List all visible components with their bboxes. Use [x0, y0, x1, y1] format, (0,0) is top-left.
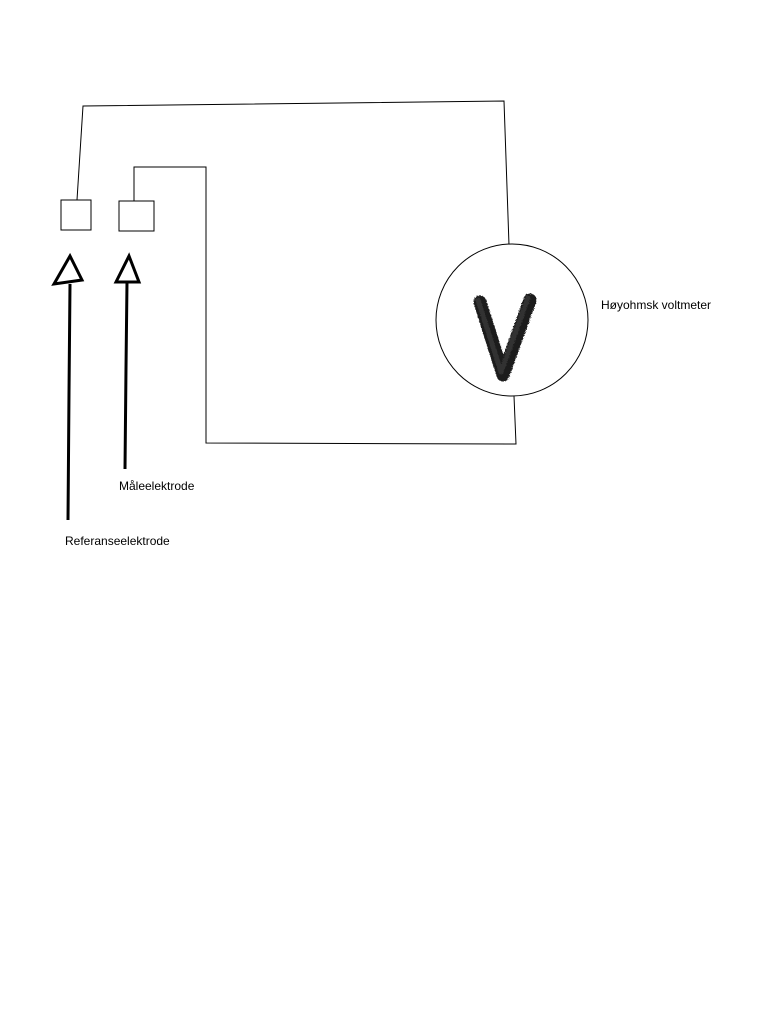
- reference-electrode-box: [60, 199, 92, 231]
- wire-measuring-to-voltmeter: [133, 166, 517, 445]
- voltmeter-circle: [435, 243, 589, 397]
- measuring-electrode-label: Måleelektrode: [119, 479, 195, 493]
- reference-electrode-arrow: [51, 252, 85, 521]
- voltmeter-label: Høyohmsk voltmeter: [601, 298, 712, 312]
- measuring-electrode-box: [118, 200, 155, 232]
- wire-reference-to-voltmeter: [76, 100, 510, 246]
- measuring-electrode-arrow: [113, 252, 142, 470]
- voltmeter-v-icon: [473, 293, 537, 382]
- reference-electrode-label: Referanseelektrode: [65, 534, 170, 548]
